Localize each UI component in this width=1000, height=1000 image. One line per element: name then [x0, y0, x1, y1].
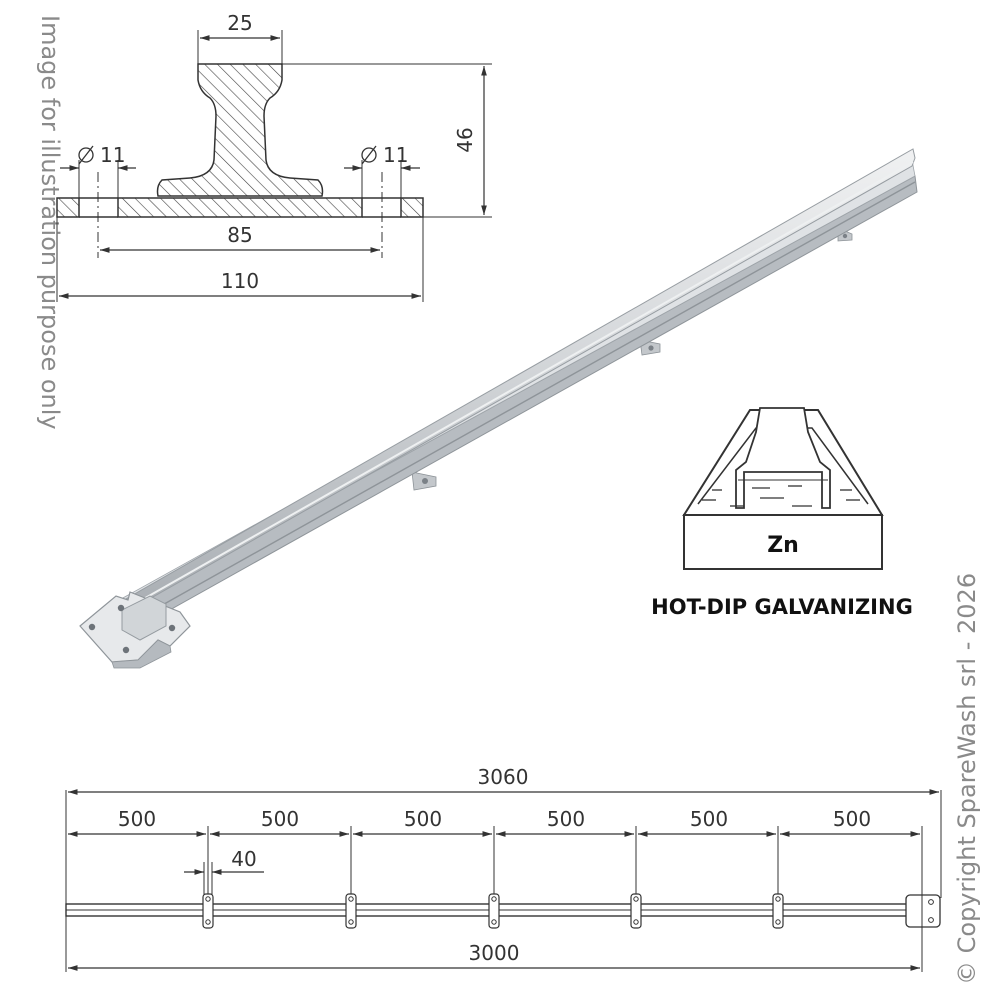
side-end-plate: [905, 894, 941, 928]
dim-rail-length: 3000: [469, 941, 520, 965]
base-plate-right: [400, 197, 424, 218]
zinc-label: Zn: [767, 533, 799, 558]
side-tab: [202, 893, 214, 929]
dim-segment-4: 500: [547, 807, 585, 831]
dim-segment-2: 500: [261, 807, 299, 831]
dim-hole-right: 11: [383, 143, 408, 167]
dim-overall-length: 3060: [478, 765, 529, 789]
copyright-notice: © Copyright SpareWash srl - 2026: [953, 573, 981, 985]
rail-profile: [156, 63, 324, 197]
dim-segment-3: 500: [404, 807, 442, 831]
mounting-tab: [411, 471, 437, 491]
rail-side-view: 3060 500 500 500 500 500 500 40: [65, 765, 942, 972]
dim-height: 46: [453, 127, 477, 152]
diameter-symbol-left: [78, 147, 94, 163]
dim-segment-6: 500: [833, 807, 871, 831]
dim-tab-width: 40: [231, 847, 256, 871]
base-plate-middle: [117, 197, 363, 218]
rail-end-plate: [79, 591, 191, 669]
side-tab: [488, 893, 500, 929]
rail-cross-section: 25 46 11 11 85 110: [56, 11, 492, 302]
diameter-symbol-right: [361, 147, 377, 163]
dim-hole-left: 11: [100, 143, 125, 167]
dim-base-width: 110: [221, 269, 259, 293]
galvanizing-caption: HOT-DIP GALVANIZING: [651, 595, 913, 619]
dim-segment-1: 500: [118, 807, 156, 831]
galvanizing-icon: Zn HOT-DIP GALVANIZING: [651, 407, 913, 619]
side-tab: [772, 893, 784, 929]
side-tab: [630, 893, 642, 929]
zinc-tank: [683, 514, 883, 570]
base-plate-left: [56, 197, 80, 218]
dim-segment-5: 500: [690, 807, 728, 831]
side-tab: [345, 893, 357, 929]
dim-hole-spacing: 85: [227, 223, 252, 247]
rail-3d-render: [79, 148, 918, 669]
illustration-disclaimer: Image for illustration purpose only: [36, 15, 64, 430]
dim-top-width: 25: [227, 11, 252, 35]
